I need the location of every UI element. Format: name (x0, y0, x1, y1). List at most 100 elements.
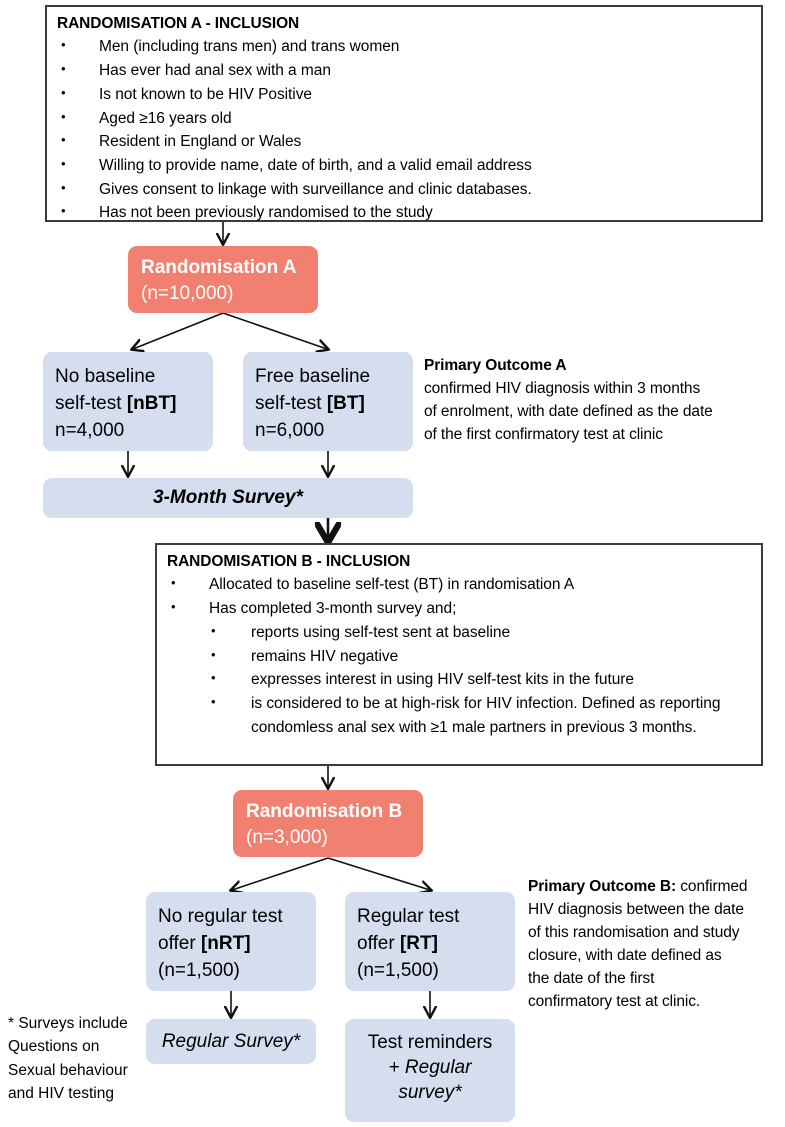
primary-outcome-b-line: confirmatory test at clinic. (528, 992, 701, 1010)
arm-rt-line1: Regular test (357, 906, 460, 927)
randomisation-a-count: (n=10,000) (141, 282, 234, 304)
node-regular-survey: Regular Survey* (146, 1019, 316, 1064)
arm-bt-code: [BT] (326, 392, 365, 414)
arm-nrt-line2: offer [nRT] (158, 931, 316, 958)
randomisation-a-title: Randomisation A (141, 257, 297, 278)
regular-survey-label: Regular Survey* (161, 1030, 301, 1052)
footnote-line: * Surveys include (8, 1015, 128, 1032)
bullet-icon: • (61, 108, 66, 124)
test-reminders-line3: survey* (398, 1082, 462, 1104)
bullet-label: Aged ≥16 years old (99, 109, 232, 127)
randomisation-b-title: Randomisation B (246, 801, 403, 822)
arm-rt-line2: offer [RT] (357, 931, 515, 958)
bullet-icon: • (211, 693, 216, 709)
bullet-icon: • (61, 37, 66, 53)
primary-outcome-b-line: the date of the first (528, 969, 655, 987)
arm-rt-line2-text: offer (357, 932, 400, 954)
bullet-icon: • (61, 61, 66, 77)
primary-outcome-b-line: HIV diagnosis between the date (528, 900, 744, 918)
bullet-label: Has completed 3-month survey and; (209, 600, 457, 618)
inclusion-a-bullet: • Has ever had anal sex with a man (57, 59, 751, 83)
arm-bt-line2: self-test [BT] (255, 391, 413, 418)
primary-outcome-a-heading: Primary Outcome A (424, 357, 567, 374)
inclusion-b-bullet: • Has completed 3-month survey and; (167, 597, 751, 621)
arm-nrt-line2-text: offer (158, 932, 201, 954)
bullet-label: Willing to provide name, date of birth, … (99, 156, 532, 174)
bullet-label: Has ever had anal sex with a man (99, 62, 331, 80)
arm-bt-line2-text: self-test (255, 392, 327, 414)
bullet-label: Allocated to baseline self-test (BT) in … (209, 576, 575, 594)
arrow-rand-a-to-bt (222, 312, 327, 349)
bullet-label: is considered to be at high-risk for HIV… (251, 694, 721, 736)
node-test-reminders: Test reminders + Regular survey* (345, 1019, 515, 1122)
inclusion-a-bullet: • Resident in England or Wales (57, 130, 751, 154)
bullet-label: Men (including trans men) and trans wome… (99, 38, 400, 56)
inclusion-b-sub-bullet: • reports using self-test sent at baseli… (211, 621, 751, 645)
arm-bt-count: n=6,000 (255, 419, 325, 441)
bullet-label: remains HIV negative (251, 647, 399, 665)
bullet-icon: • (211, 646, 216, 662)
bullet-icon: • (61, 132, 66, 148)
bullet-label: Has not been previously randomised to th… (99, 204, 433, 222)
node-arm-nrt: No regular test offer [nRT] (n=1,500) (146, 892, 316, 991)
bullet-label: reports using self-test sent at baseline (251, 623, 511, 641)
inclusion-criteria-a-box: RANDOMISATION A - INCLUSION • Men (inclu… (45, 5, 763, 222)
node-arm-bt: Free baseline self-test [BT] n=6,000 (243, 352, 413, 451)
arm-nbt-code: [nBT] (126, 392, 177, 414)
bullet-icon: • (211, 622, 216, 638)
primary-outcome-b-heading: Primary Outcome B: (528, 878, 677, 895)
inclusion-criteria-b-box: RANDOMISATION B - INCLUSION • Allocated … (155, 543, 763, 766)
arm-nrt-count: (n=1,500) (158, 959, 240, 981)
inclusion-a-bullet: • Is not known to be HIV Positive (57, 83, 751, 107)
inclusion-a-bullet: • Willing to provide name, date of birth… (57, 154, 751, 178)
node-randomisation-b: Randomisation B (n=3,000) (233, 790, 423, 857)
randomisation-b-count: (n=3,000) (246, 826, 328, 848)
arrow-rand-b-to-nrt (232, 857, 329, 890)
node-arm-rt: Regular test offer [RT] (n=1,500) (345, 892, 515, 991)
footnote-line: Sexual behaviour (8, 1061, 128, 1079)
inclusion-b-sub-bullet: • remains HIV negative (211, 645, 751, 669)
bullet-label: expresses interest in using HIV self-tes… (251, 671, 634, 689)
primary-outcome-b-line: closure, with date defined as (528, 946, 722, 964)
bullet-label: Gives consent to linkage with surveillan… (99, 180, 532, 198)
footnote-line: and HIV testing (8, 1084, 114, 1102)
bullet-icon: • (171, 599, 176, 615)
arm-nrt-line1: No regular test (158, 906, 283, 927)
arm-nrt-code: [nRT] (200, 932, 251, 954)
inclusion-b-sub-bullet: • is considered to be at high-risk for H… (211, 692, 751, 739)
node-arm-nbt: No baseline self-test [nBT] n=4,000 (43, 352, 213, 451)
inclusion-b-title: RANDOMISATION B - INCLUSION (167, 553, 411, 570)
primary-outcome-a-line: of enrolment, with date defined as the d… (424, 402, 713, 420)
arm-nbt-count: n=4,000 (55, 419, 125, 441)
inclusion-b-bullet: • Allocated to baseline self-test (BT) i… (167, 573, 751, 597)
bullet-label: Resident in England or Wales (99, 133, 302, 151)
primary-outcome-b-line: confirmed (676, 878, 748, 895)
inclusion-a-bullet: • Gives consent to linkage with surveill… (57, 178, 751, 202)
primary-outcome-b: Primary Outcome B: confirmed HIV diagnos… (528, 876, 778, 1014)
bullet-icon: • (61, 84, 66, 100)
node-randomisation-a: Randomisation A (n=10,000) (128, 246, 318, 313)
bullet-icon: • (171, 575, 176, 591)
bullet-label: Is not known to be HIV Positive (99, 85, 312, 103)
inclusion-a-bullet: • Men (including trans men) and trans wo… (57, 35, 751, 59)
bullet-icon: • (61, 179, 66, 195)
primary-outcome-a-line: confirmed HIV diagnosis within 3 months (424, 379, 701, 397)
primary-outcome-a-line: of the first confirmatory test at clinic (424, 425, 663, 443)
test-reminders-line1: Test reminders (367, 1032, 493, 1053)
primary-outcome-b-first-line: Primary Outcome B: confirmed (528, 876, 778, 899)
arm-nbt-line1: No baseline (55, 366, 156, 387)
node-three-month-survey: 3-Month Survey* (43, 478, 413, 518)
arm-nbt-line2-text: self-test (55, 392, 127, 414)
arrow-rand-b-to-rt (327, 857, 430, 890)
primary-outcome-a: Primary Outcome A confirmed HIV diagnosi… (424, 355, 774, 447)
arrow-rand-a-to-nbt (133, 312, 224, 349)
test-reminders-line2: + Regular (388, 1057, 472, 1079)
three-month-survey-label: 3-Month Survey* (153, 486, 303, 508)
bullet-icon: • (61, 203, 66, 219)
arm-rt-code: [RT] (399, 932, 438, 954)
inclusion-a-bullet: • Has not been previously randomised to … (57, 201, 751, 225)
inclusion-b-sub-bullet: • expresses interest in using HIV self-t… (211, 668, 751, 692)
inclusion-a-title: RANDOMISATION A - INCLUSION (57, 15, 300, 32)
footnote-line: Questions on (8, 1038, 100, 1056)
